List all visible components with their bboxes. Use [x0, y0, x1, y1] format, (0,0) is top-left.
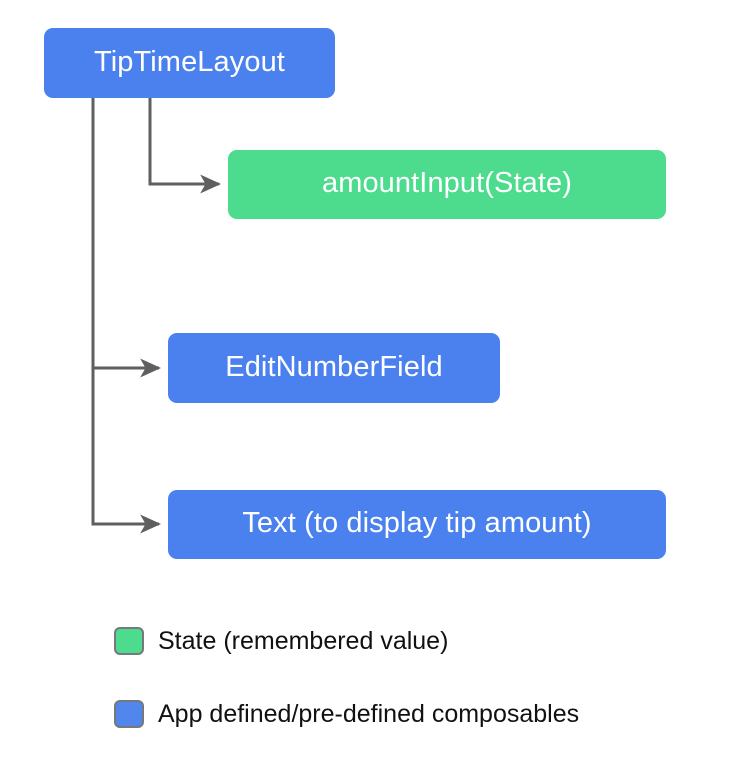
legend-item-composables: App defined/pre-defined composables	[114, 700, 579, 728]
node-editnumberfield-label: EditNumberField	[225, 350, 443, 383]
composable-swatch	[114, 700, 144, 728]
node-text-display-tip-amount-label: Text (to display tip amount)	[242, 507, 592, 539]
node-editnumberfield[interactable]: EditNumberField	[168, 333, 500, 403]
node-amountinput-state[interactable]: amountInput(State)	[228, 150, 666, 219]
node-tiptimelayout[interactable]: TipTimeLayout	[44, 28, 335, 98]
legend-item-composables-label: App defined/pre-defined composables	[158, 699, 580, 728]
edge-root-to-text	[91, 98, 162, 534]
node-amountinput-state-label: amountInput(State)	[321, 167, 573, 199]
state-swatch	[114, 627, 144, 655]
node-tiptimelayout-label: TipTimeLayout	[94, 45, 285, 78]
legend-item-state: State (remembered value)	[114, 627, 448, 655]
legend-item-state-label: State (remembered value)	[158, 626, 449, 655]
edge-root-to-state	[148, 98, 222, 194]
node-text-display-tip-amount[interactable]: Text (to display tip amount)	[168, 490, 666, 559]
